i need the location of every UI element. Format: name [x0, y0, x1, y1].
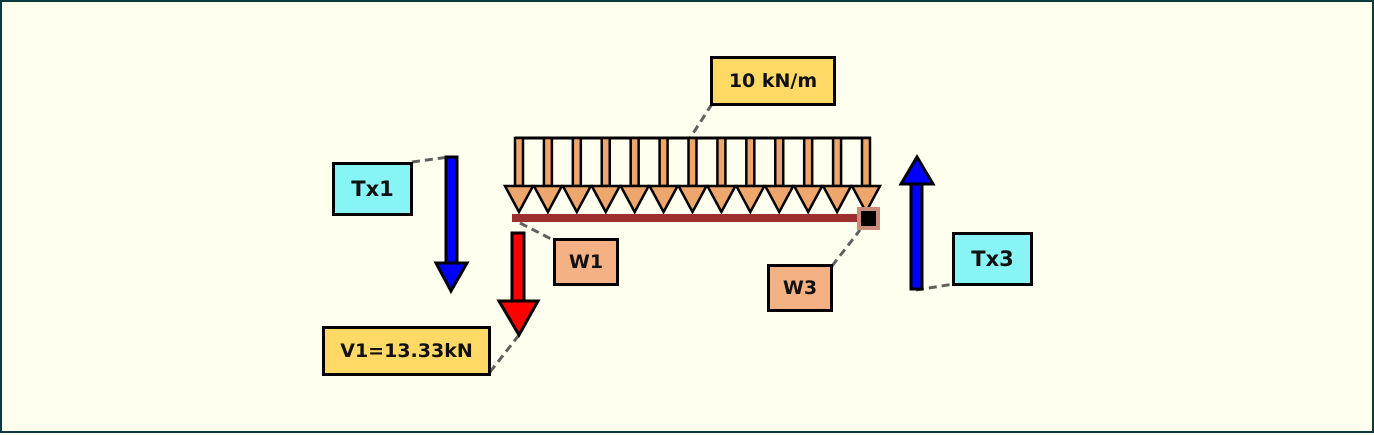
tx1-arrow — [433, 155, 470, 295]
w1-label: W1 — [553, 238, 619, 286]
load-arrow — [734, 136, 767, 215]
tx1-label: Tx1 — [332, 162, 413, 216]
load-arrow — [647, 136, 680, 215]
w3-label: W3 — [767, 264, 833, 312]
load-arrow — [820, 136, 854, 215]
tx3-arrow — [898, 154, 936, 291]
distributed-load — [502, 136, 883, 215]
support-node-core — [861, 211, 876, 226]
tx3-label: Tx3 — [952, 232, 1033, 286]
leader-line-w1 — [519, 221, 558, 244]
leader-line-v1 — [488, 334, 521, 373]
load-arrow — [763, 136, 796, 215]
load-arrow — [502, 136, 536, 215]
load-arrow — [849, 136, 883, 215]
load-arrow — [531, 136, 565, 215]
load-arrow — [589, 136, 622, 215]
beam — [512, 214, 858, 222]
load-arrow — [618, 136, 651, 215]
v1-label: V1=13.33kN — [322, 326, 491, 376]
load-label: 10 kN/m — [710, 56, 836, 106]
leader-line-tx1 — [411, 155, 450, 164]
load-arrow — [560, 136, 593, 215]
load-arrow — [705, 136, 738, 215]
leader-line-load — [688, 103, 714, 139]
load-arrow — [792, 136, 825, 215]
leader-line-w3 — [830, 229, 862, 267]
v1-arrow — [496, 231, 541, 339]
load-arrow — [676, 136, 709, 215]
